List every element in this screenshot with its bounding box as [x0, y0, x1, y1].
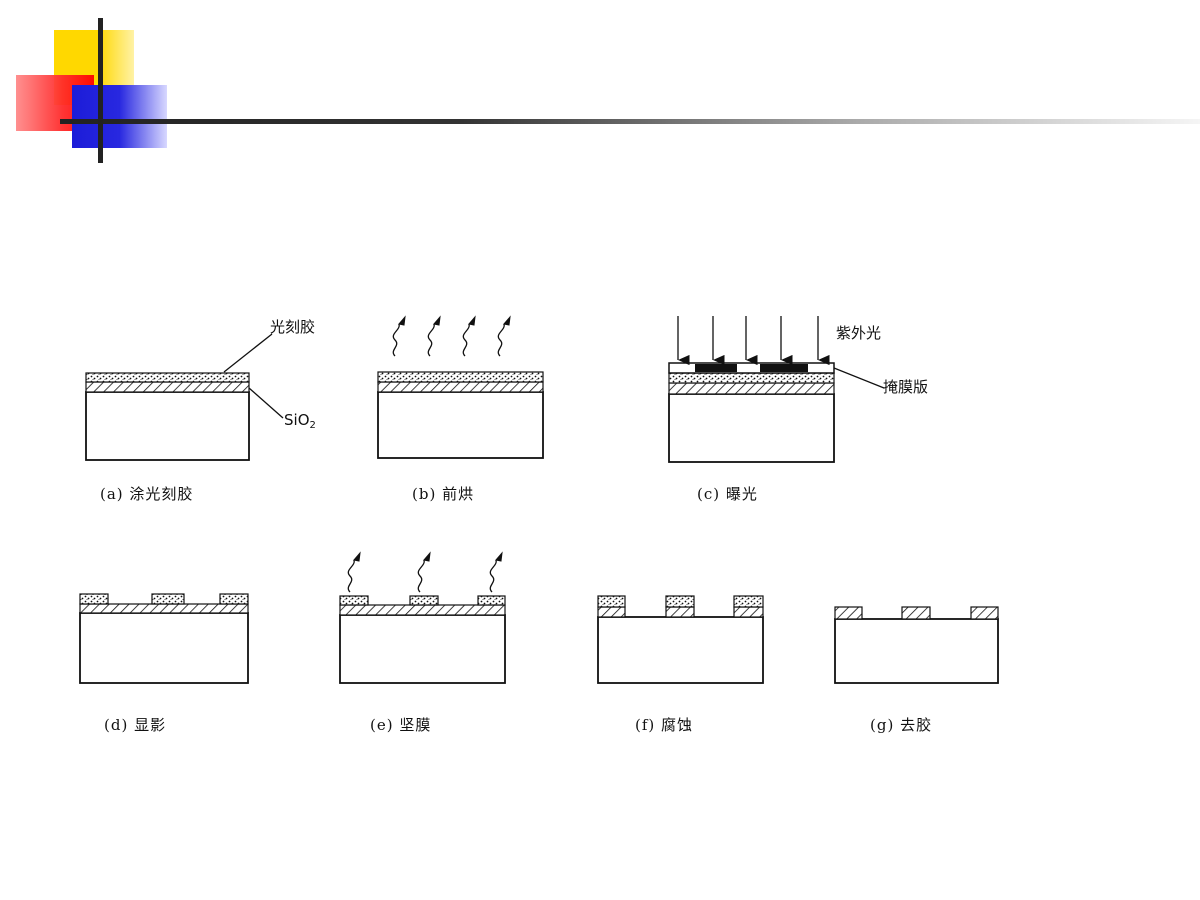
stage-b-vapor-4-tip: [503, 315, 511, 326]
stage-g-oxide-layer: [834, 606, 863, 620]
caption-a: (a) 涂光刻胶: [100, 485, 194, 503]
uv-light-label: 紫外光: [836, 324, 882, 342]
stage-a-substrate: [85, 391, 250, 461]
stage-a-sio2-leader: [248, 387, 284, 419]
caption-e: (e) 坚膜: [370, 716, 432, 734]
mask-label: 掩膜版: [883, 378, 929, 396]
stage-a-photoresist-layer: [85, 372, 250, 383]
stage-b-vapor-1-wave: [392, 323, 400, 357]
stage-b-vapor-1-tip: [398, 315, 406, 326]
stage-f-oxide-layer: [665, 606, 695, 618]
stage-e-photoresist-layer: [409, 595, 439, 606]
stage-a: [85, 333, 284, 461]
stage-e: [339, 551, 506, 684]
stage-c-substrate: [668, 393, 835, 463]
sio2-label-subscript: 2: [309, 420, 316, 431]
stage-e-photoresist-layer: [339, 595, 369, 606]
deco-blue-square: [72, 85, 167, 148]
caption-d: (d) 显影: [104, 716, 167, 734]
stage-e-vapor-1-tip: [353, 551, 361, 562]
stage-g: [834, 606, 999, 684]
stage-e-vapor-2-wave: [417, 559, 425, 593]
stage-b-vapor-2-tip: [433, 315, 441, 326]
stage-d-oxide-layer: [79, 603, 249, 614]
deco-horizontal-rule: [60, 119, 1200, 124]
stage-f: [597, 595, 764, 684]
stage-f-photoresist-layer: [597, 595, 626, 608]
stage-d-photoresist-layer: [219, 593, 249, 605]
stage-e-vapor-3-wave: [489, 559, 497, 593]
stage-e-oxide-layer: [339, 604, 506, 616]
stage-f-oxide-layer: [733, 606, 764, 618]
stage-g-oxide-layer: [901, 606, 931, 620]
stage-d-photoresist-layer: [79, 593, 109, 605]
stage-b-substrate: [377, 391, 544, 459]
process-stages: [79, 315, 999, 684]
sio2-label: SiO2: [284, 413, 316, 431]
stage-c-mask-leader: [833, 367, 885, 389]
caption-c: (c) 曝光: [697, 485, 758, 503]
sio2-label-main: SiO: [284, 411, 310, 429]
stage-b-photoresist-layer: [377, 371, 544, 383]
stage-c-mask-plate: [668, 362, 835, 374]
caption-f: (f) 腐蚀: [635, 716, 694, 734]
stage-c-oxide-layer: [668, 382, 835, 395]
caption-b: (b) 前烘: [412, 485, 475, 503]
stage-f-photoresist-layer: [665, 595, 695, 608]
stage-e-vapor-3-tip: [495, 551, 503, 562]
stage-g-substrate: [834, 618, 999, 684]
stage-c-mask-opaque-1: [695, 364, 737, 372]
stage-g-oxide-layer: [970, 606, 999, 620]
stage-c-photoresist-layer: [668, 372, 835, 384]
stage-d: [79, 593, 249, 684]
stage-b-oxide-layer: [377, 381, 544, 393]
stage-b-vapor-3-wave: [462, 323, 470, 357]
stage-a-photoresist-leader: [223, 333, 273, 373]
photoresist-label: 光刻胶: [270, 318, 316, 336]
stage-e-vapor-2-tip: [423, 551, 431, 562]
stage-e-photoresist-layer: [477, 595, 506, 606]
stage-b-vapor-2-wave: [427, 323, 435, 357]
stage-e-vapor-1-wave: [347, 559, 355, 593]
stage-e-substrate: [339, 614, 506, 684]
stage-c: [668, 316, 885, 463]
stage-b-vapor-3-tip: [468, 315, 476, 326]
stage-a-oxide-layer: [85, 381, 250, 393]
stage-c-mask-opaque-2: [760, 364, 808, 372]
stage-d-substrate: [79, 612, 249, 684]
caption-g: (g) 去胶: [870, 716, 933, 734]
deco-vertical-rule: [98, 18, 103, 163]
stage-b-vapor-4-wave: [497, 323, 505, 357]
stage-f-oxide-layer: [597, 606, 626, 618]
stage-d-photoresist-layer: [151, 593, 185, 605]
stage-f-substrate: [597, 616, 764, 684]
stage-f-photoresist-layer: [733, 595, 764, 608]
stage-b: [377, 315, 544, 459]
